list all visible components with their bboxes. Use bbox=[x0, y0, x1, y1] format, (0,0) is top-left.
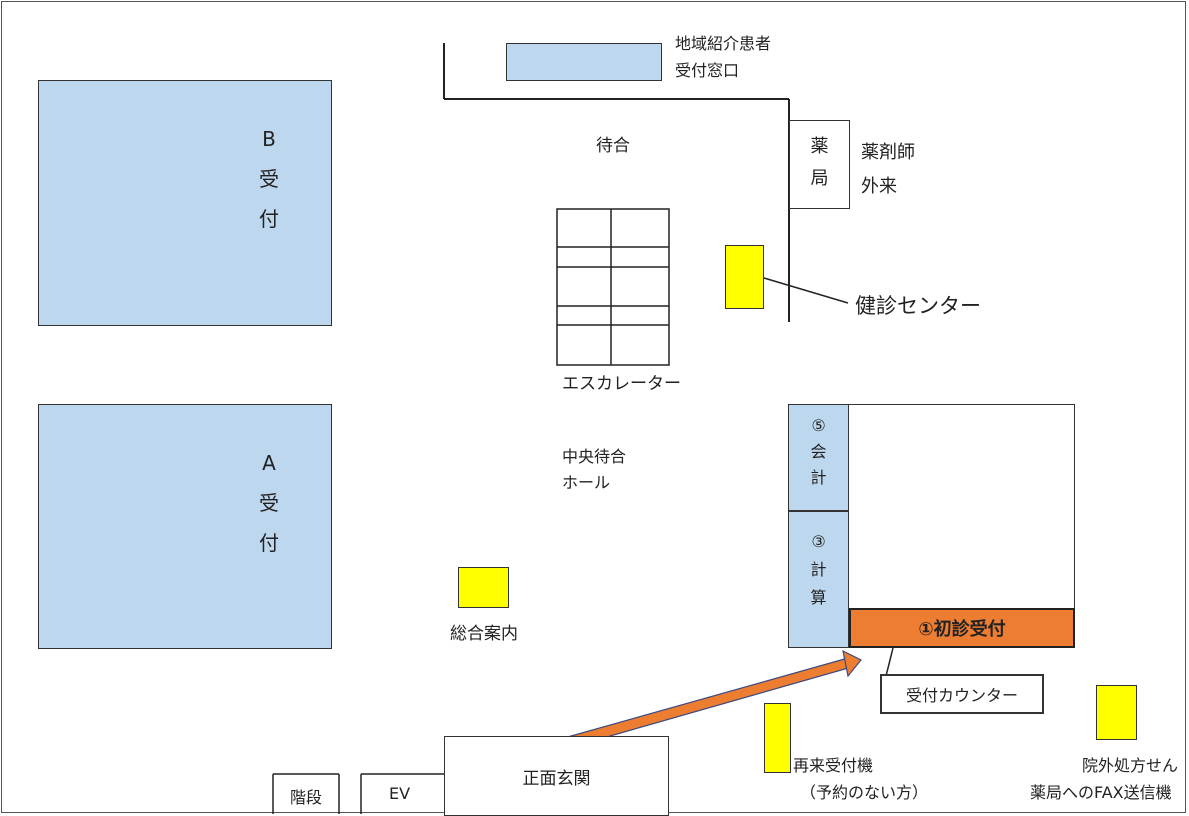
first-visit-reception: ①初診受付 bbox=[849, 608, 1075, 648]
reception-b-char: 付 bbox=[259, 207, 279, 231]
revisit-machine-kiosk bbox=[764, 703, 791, 773]
outside-prescription-label-2: 薬局へのFAX送信機 bbox=[1030, 783, 1172, 802]
reception-a-char: 受 bbox=[259, 491, 279, 515]
escalator-label: エスカレーター bbox=[562, 374, 681, 394]
referral-desk-label-2: 受付窓口 bbox=[675, 61, 740, 80]
reception-a-label: A 受 付 bbox=[259, 443, 279, 563]
billing-char: 計 bbox=[810, 560, 827, 579]
pharmacy-char: 薬 bbox=[810, 136, 829, 157]
escalator-icon bbox=[556, 208, 670, 366]
reception-b-label: B 受 付 bbox=[259, 119, 279, 239]
reception-counter: 受付カウンター bbox=[880, 674, 1044, 714]
reception-b-letter: B bbox=[262, 127, 276, 151]
main-entrance: 正面玄関 bbox=[444, 736, 669, 816]
elevator-label: EV bbox=[389, 784, 411, 803]
referral-desk-label-1: 地域紹介患者 bbox=[675, 34, 772, 53]
reception-a-char: 付 bbox=[259, 531, 279, 555]
pharmacist-label: 薬剤師 bbox=[861, 142, 915, 163]
health-center-kiosk bbox=[725, 245, 764, 309]
central-hall-label-2: ホール bbox=[562, 473, 611, 492]
fax-machine-box bbox=[1096, 685, 1137, 740]
cashier-char: 会 bbox=[810, 442, 827, 461]
reception-b-char: 受 bbox=[259, 167, 279, 191]
info-desk-label: 総合案内 bbox=[450, 624, 518, 644]
entrance-to-first-visit-arrow-icon bbox=[556, 649, 862, 751]
cashier-box: ⑤ 会 計 bbox=[788, 404, 849, 511]
reception-a-box: A 受 付 bbox=[38, 404, 332, 649]
revisit-machine-label-2: （予約のない方） bbox=[800, 783, 929, 802]
pharmacy-char: 局 bbox=[810, 168, 829, 189]
reception-a-letter: A bbox=[262, 451, 276, 475]
health-center-label: 健診センター bbox=[855, 294, 981, 318]
central-hall-label-1: 中央待合 bbox=[562, 447, 627, 466]
counter-leader-line bbox=[885, 647, 894, 677]
referral-desk-box bbox=[506, 43, 662, 81]
billing-char: 算 bbox=[810, 588, 827, 607]
outside-prescription-label-1: 院外処方せん bbox=[1082, 756, 1179, 775]
reception-b-box: B 受 付 bbox=[38, 80, 332, 326]
billing-box: ③ 計 算 bbox=[788, 511, 849, 648]
info-desk-box bbox=[458, 567, 509, 608]
outpatient-label: 外来 bbox=[861, 176, 897, 197]
cashier-char: 計 bbox=[810, 468, 827, 487]
billing-number: ③ bbox=[811, 532, 826, 551]
cashier-number: ⑤ bbox=[811, 416, 826, 435]
revisit-machine-label-1: 再来受付機 bbox=[793, 756, 874, 775]
waiting-area-label: 待合 bbox=[596, 136, 630, 156]
health-center-leader-line bbox=[763, 277, 849, 304]
stairs-label: 階段 bbox=[290, 788, 323, 807]
pharmacy-box: 薬 局 bbox=[789, 120, 850, 209]
